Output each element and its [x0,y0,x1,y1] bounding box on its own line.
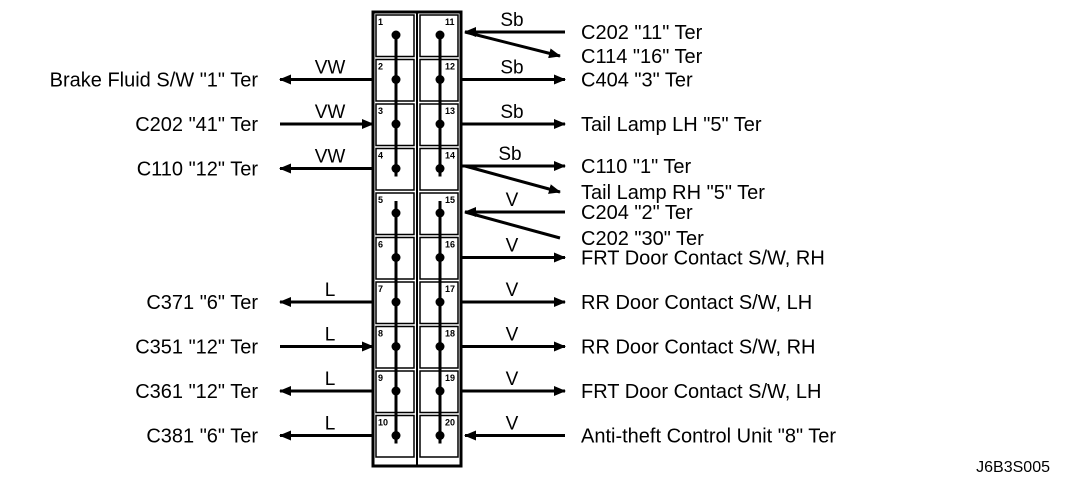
wire-color-label: V [506,414,519,435]
pin-number-right: 20 [445,418,455,428]
wire-color-label: Sb [500,102,523,123]
wire-color-label: VW [315,102,346,123]
wire-color-label: Sb [500,58,523,79]
terminal-dot [391,208,401,218]
wire-layer [279,27,566,441]
terminal-dot [435,342,445,351]
pin-number-left: 2 [378,62,383,72]
pin-number-left: 7 [378,284,383,294]
wire-color-label: VW [315,58,346,79]
pin-number-left: 6 [378,240,383,250]
terminal-dot [435,386,445,396]
pin-number-right: 14 [445,151,455,161]
terminal-dot [391,75,401,84]
wire-color-label: L [325,325,336,346]
wire-color-label: L [325,414,336,435]
right-branch-label: C114 "16" Ter [581,46,703,68]
wire-branch-pin-14 [464,164,561,194]
right-terminal-label: FRT Door Contact S/W, LH [581,381,821,403]
pin-number-right: 12 [445,62,455,72]
left-terminal-label: C110 "12" Ter [137,159,259,181]
right-terminal-label: FRT Door Contact S/W, RH [581,248,825,270]
pin-number-left: 4 [378,151,383,161]
terminal-dot [435,297,445,307]
right-branch-label: C202 "30" Ter [581,228,704,250]
pin-number-left: 5 [378,195,383,205]
left-terminal-label: C361 "12" Ter [135,381,258,403]
terminal-dot [435,208,445,218]
right-branch-label: Tail Lamp RH "5" Ter [581,182,765,204]
terminal-dot [435,253,445,262]
terminal-dot [435,431,445,440]
wire-color-label: VW [315,147,346,168]
pin-number-right: 13 [445,106,455,116]
terminal-dot [391,164,401,173]
wire-color-label: V [506,190,519,211]
terminal-dot [391,253,401,262]
pin-number-right: 17 [445,284,455,294]
pin-number-right: 16 [445,240,455,250]
pin-number-right: 19 [445,373,455,383]
terminal-dot [435,119,445,129]
pin-number-left: 9 [378,373,383,383]
right-terminal-label: C110 "1" Ter [581,156,692,178]
pin-number-left: 8 [378,329,383,339]
left-terminal-label: C351 "12" Ter [135,337,258,359]
wire-color-label: V [506,369,519,390]
right-terminal-label: RR Door Contact S/W, LH [581,292,812,314]
pin-number-left: 3 [378,106,383,116]
left-terminal-label: C381 "6" Ter [146,426,258,448]
terminal-dot [391,30,401,40]
wire-color-label: V [506,236,519,257]
terminal-dot [435,30,445,40]
wire-color-label: L [325,369,336,390]
terminal-dot [391,431,401,440]
wire-branch-pin-11 [464,30,561,59]
terminal-dot [391,297,401,307]
terminal-dot [391,386,401,396]
wire-color-label: L [325,280,336,301]
wire-color-label: Sb [498,144,521,165]
right-terminal-label: Tail Lamp LH "5" Ter [581,114,762,136]
right-terminal-label: C404 "3" Ter [581,70,693,92]
wire-color-label: V [506,325,519,346]
terminal-dot [391,119,401,129]
terminal-dot [391,342,401,351]
left-terminal-label: C202 "41" Ter [135,114,258,136]
right-terminal-label: RR Door Contact S/W, RH [581,337,816,359]
pin-number-left: 1 [378,17,383,27]
pin-number-right: 15 [445,195,455,205]
left-terminal-label: C371 "6" Ter [146,292,258,314]
terminal-dot [435,75,445,84]
right-terminal-label: Anti-theft Control Unit "8" Ter [581,426,836,448]
wire-branch-pin-15 [464,210,561,240]
terminal-dot [435,164,445,173]
wire-color-label: V [506,280,519,301]
left-terminal-label: Brake Fluid S/W "1" Ter [50,70,259,92]
right-terminal-label: C204 "2" Ter [581,202,693,224]
wire-color-label: Sb [500,10,523,31]
pin-number-right: 18 [445,329,455,339]
right-terminal-label: C202 "11" Ter [581,22,703,44]
figure-code: J6B3S005 [976,459,1050,476]
pin-number-right: 11 [445,17,455,27]
pin-number-left: 10 [378,418,388,428]
